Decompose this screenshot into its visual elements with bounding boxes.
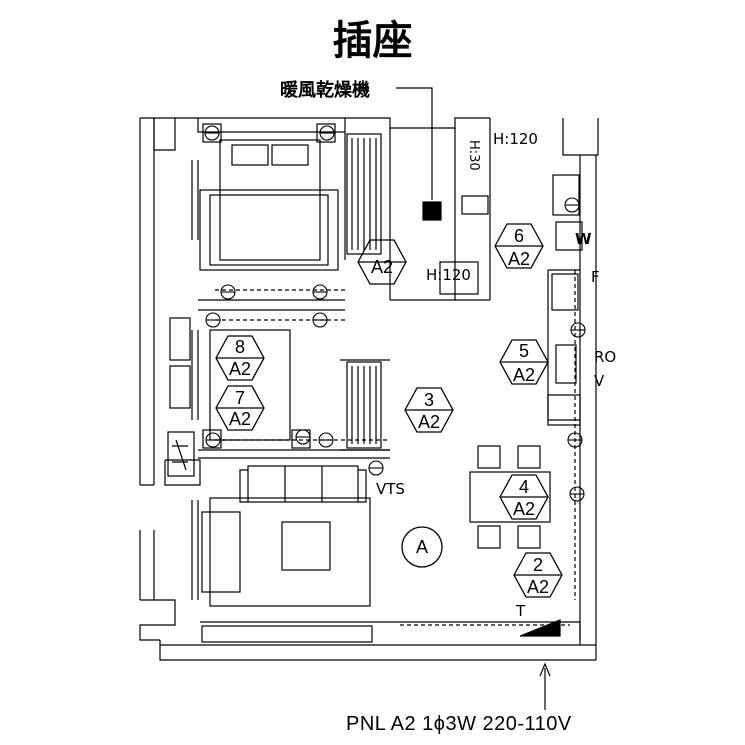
sofa [239, 469, 367, 503]
outer-wall [139, 117, 198, 486]
outer-wall [159, 640, 596, 661]
washer-tag: W [575, 230, 592, 248]
circuit-label-7-num: 7 [234, 388, 245, 408]
circuit-label-4-panel: A2 [512, 499, 536, 519]
outer-wall [345, 117, 490, 129]
cabinet-mark [172, 439, 188, 471]
fridge [547, 394, 581, 426]
armchair [201, 511, 241, 593]
dryer-unit [422, 201, 442, 221]
circuit-label-3-panel: A2 [417, 412, 441, 432]
wardrobe [346, 133, 382, 255]
bed-frame [209, 194, 329, 266]
fridge-tag: F [591, 268, 600, 286]
partition-wall [198, 449, 390, 459]
stove [551, 273, 579, 311]
dining-table [469, 471, 551, 523]
wardrobe [346, 361, 382, 449]
living-rug [209, 497, 371, 607]
window [191, 500, 199, 600]
outlets [204, 125, 586, 502]
outer-wall [153, 118, 176, 151]
shelf [201, 625, 373, 643]
height-label-vanity: H:120 [426, 266, 471, 284]
partition-wall [340, 359, 390, 451]
dining-chair [477, 525, 501, 549]
circuit-label-6-num: 6 [513, 226, 524, 246]
ro-tag: RO [594, 348, 617, 366]
outer-wall [200, 621, 581, 645]
circuit-label-bed1-panel: A2 [370, 257, 394, 277]
circuit-label-4-num: 4 [518, 477, 529, 497]
coffee-table [281, 521, 331, 571]
window [191, 160, 199, 420]
pillow [271, 144, 309, 166]
dining-chair [477, 445, 501, 469]
sink [555, 344, 577, 384]
cabinet [169, 365, 191, 409]
nightstand [202, 429, 222, 449]
v-tag: V [594, 372, 605, 390]
dining-chair [517, 445, 541, 469]
dryer-label: 暖風乾燥機 [280, 80, 370, 101]
bed [219, 139, 321, 261]
sofa [247, 465, 359, 503]
pillow [231, 144, 269, 166]
circuit-label-5-num: 5 [518, 341, 529, 361]
entrance-arrow-head [539, 662, 551, 677]
wiring [400, 270, 576, 626]
drawing-title: 插座 [332, 18, 413, 64]
height-label-h30: H:30 [466, 140, 481, 171]
room-marker: A [415, 537, 428, 557]
circuit-label-7-panel: A2 [228, 409, 252, 429]
circuit-label-2-panel: A2 [526, 577, 550, 597]
dryer-leader [396, 87, 433, 200]
nightstand [316, 123, 336, 143]
room-marker-circle [401, 526, 443, 568]
height-label-shower: H:120 [493, 130, 538, 148]
circuit-markers [215, 223, 563, 598]
shower [461, 195, 489, 215]
cabinet [167, 431, 195, 477]
vanity [439, 261, 479, 295]
wardrobe-hatch [351, 366, 377, 444]
outer-wall [139, 530, 155, 600]
outer-wall [197, 117, 346, 133]
washing-machine [555, 221, 583, 251]
partition-wall [198, 299, 345, 311]
outer-wall [164, 459, 201, 486]
entrance-door [519, 619, 561, 637]
circuit-label-6-panel: A2 [507, 249, 531, 269]
bed-rug [199, 189, 339, 271]
nightstand [291, 429, 311, 449]
wardrobe-hatch [351, 138, 377, 250]
circuit-label-8-panel: A2 [228, 359, 252, 379]
circuit-label-2-num: 2 [532, 555, 543, 575]
circuit-label-5-panel: A2 [512, 365, 536, 385]
circuit-label-3-num: 3 [423, 390, 434, 410]
panel-label: PNL A2 1ϕ3W 220-110V [346, 713, 572, 735]
vts-label: VTS [376, 480, 405, 498]
cabinet [169, 317, 191, 361]
circuit-label-8-num: 8 [234, 337, 245, 357]
partition-wall [344, 128, 391, 300]
sofa [284, 466, 323, 502]
dining-chair [517, 525, 541, 549]
toilet [552, 174, 580, 216]
nightstand [202, 123, 222, 143]
outer-wall [139, 599, 176, 641]
t-tag: T [516, 602, 526, 620]
